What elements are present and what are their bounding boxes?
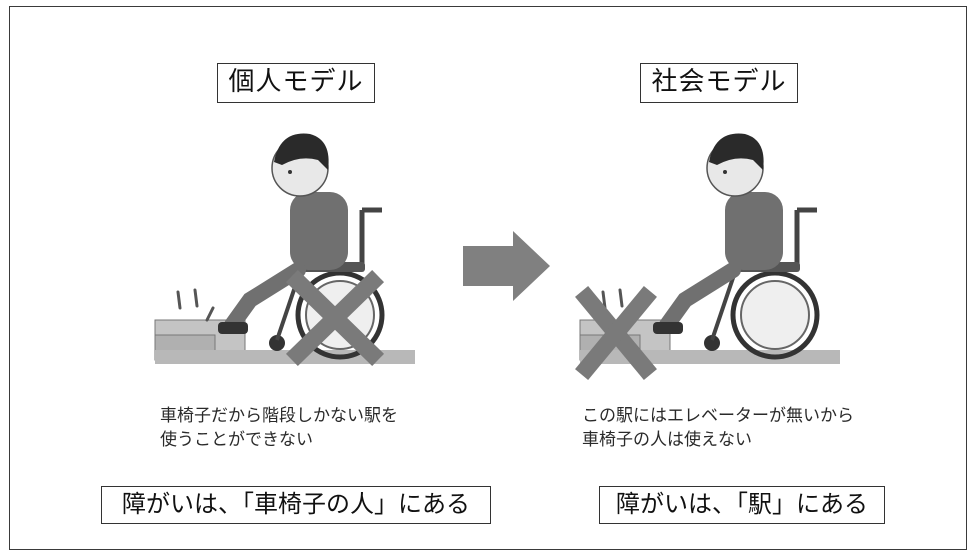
right-illustration <box>575 133 840 380</box>
motion-lines <box>601 288 624 310</box>
social-model-caption: この駅にはエレベーターが無いから 車椅子の人は使えない <box>582 404 854 452</box>
motion-lines <box>176 288 215 322</box>
social-model-conclusion: 障がいは、「駅」にある <box>599 486 885 524</box>
caption-line: この駅にはエレベーターが無いから <box>582 406 854 426</box>
cross-mark-icon <box>575 286 657 380</box>
wheelchair-user-icon <box>218 133 385 360</box>
individual-model-title: 個人モデル <box>217 63 375 103</box>
caption-line: 車椅子だから階段しかない駅を <box>160 406 398 426</box>
caption-line: 使うことができない <box>160 430 313 450</box>
individual-model-caption: 車椅子だから階段しかない駅を 使うことができない <box>160 404 398 452</box>
wheelchair-user-icon <box>653 133 820 360</box>
social-model-title: 社会モデル <box>640 63 798 103</box>
individual-model-conclusion: 障がいは、「車椅子の人」にある <box>101 486 491 524</box>
left-illustration <box>154 133 415 367</box>
right-arrow-icon <box>463 231 550 301</box>
cross-mark-icon <box>285 269 385 367</box>
caption-line: 車椅子の人は使えない <box>582 430 752 450</box>
